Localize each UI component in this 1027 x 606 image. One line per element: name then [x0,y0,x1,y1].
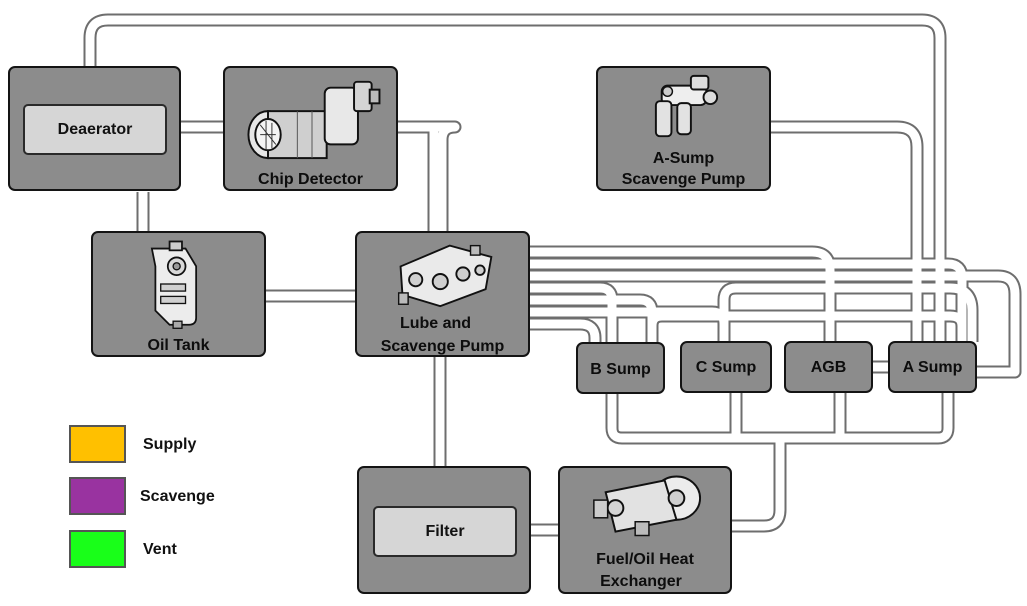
deaerator-label: Deaerator [23,104,167,155]
heat-exchanger-icon [593,475,702,537]
deaerator-box: Deaerator [8,66,181,191]
oil-tank-label: Oil Tank [147,337,210,354]
lube-scavenge-pump-label-line2: Scavenge Pump [380,338,505,355]
heat-exchanger-label-line1: Fuel/Oil Heat [596,551,694,568]
heat-exchanger-box: Fuel/Oil Heat Exchanger [558,466,732,594]
legend-label-scavenge: Scavenge [140,488,215,505]
legend-swatch-supply [69,425,126,463]
filter-label: Filter [373,506,517,557]
heat-exchanger-label-line2: Exchanger [600,573,682,590]
lube-pump-icon [397,244,493,308]
b-sump-label: B Sump [590,361,651,378]
chip-detector-label: Chip Detector [258,171,363,188]
b-sump-box: B Sump [576,342,665,394]
legend-swatch-vent [69,530,126,568]
agb-label: AGB [810,359,847,376]
agb-box: AGB [784,341,873,393]
oil-tank-box: Oil Tank [91,231,266,357]
oil-tank-icon [150,240,198,329]
legend-label-supply: Supply [143,436,197,453]
a-sump-scavenge-pump-label-line2: Scavenge Pump [621,171,746,188]
a-sump-scavenge-pump-label-line1: A-Sump [652,150,715,167]
scavenge-pump-icon [654,74,719,138]
legend-label-vent: Vent [143,541,177,558]
a-sump-label: A Sump [902,359,963,376]
chip-detector-icon [247,80,381,160]
legend-swatch-scavenge [69,477,126,515]
a-sump-box: A Sump [888,341,977,393]
lube-scavenge-pump-label-line1: Lube and [399,315,472,332]
c-sump-box: C Sump [680,341,772,393]
filter-box: Filter [357,466,531,594]
chip-detector-box: Chip Detector [223,66,398,191]
a-sump-scavenge-pump-box: A-Sump Scavenge Pump [596,66,771,191]
lube-scavenge-pump-box: Lube and Scavenge Pump [355,231,530,357]
c-sump-label: C Sump [695,359,757,376]
